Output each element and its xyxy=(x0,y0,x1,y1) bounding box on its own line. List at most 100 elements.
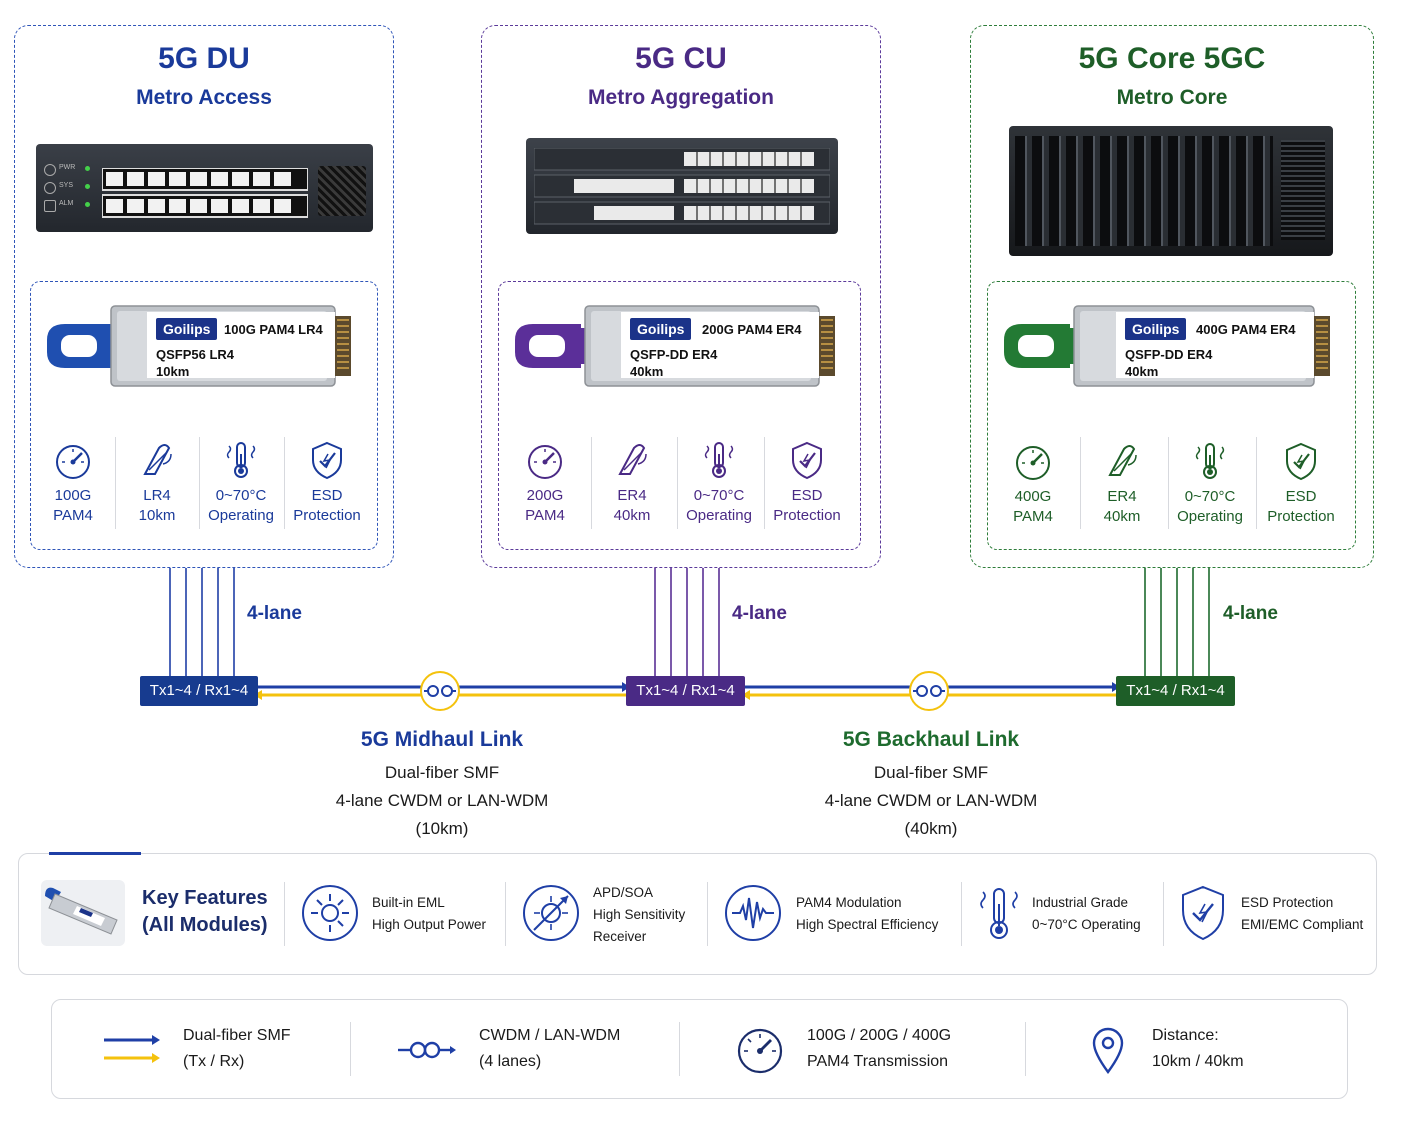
laser-icon xyxy=(302,885,358,941)
feature-line: PAM4 xyxy=(53,507,93,524)
thermometer-icon xyxy=(226,442,256,478)
led-label: SYS xyxy=(59,182,74,189)
feature-line: PAM4 xyxy=(525,507,565,524)
legend-line: Dual-fiber SMF xyxy=(183,1027,291,1044)
key-feature-text: PAM4 Modulation High Spectral Efficiency xyxy=(796,892,938,936)
transceiver-module-image xyxy=(47,305,351,387)
fiber-topology xyxy=(169,568,1210,711)
fan-vent xyxy=(318,166,366,216)
key-feature-text: Built-in EML High Output Power xyxy=(372,892,486,936)
line-card-slots xyxy=(1015,136,1273,246)
feature-line: Protection xyxy=(773,507,841,524)
key-feature-line: High Spectral Efficiency xyxy=(796,917,939,932)
key-features-title-line: Key Features xyxy=(142,887,268,909)
legend-line: Distance: xyxy=(1152,1027,1219,1044)
key-feature-text: APD/SOA High Sensitivity Receiver xyxy=(593,882,685,948)
feature-line: PAM4 xyxy=(1013,508,1053,525)
module-distance: 40km xyxy=(630,364,664,379)
legend-text: Dual-fiber SMF (Tx / Rx) xyxy=(183,1023,291,1075)
port-label-cu: Tx1~4 / Rx1~4 xyxy=(626,676,745,706)
cu-router-chassis xyxy=(526,138,838,234)
location-pin-icon xyxy=(1092,1027,1124,1075)
key-feature-line: High Sensitivity xyxy=(593,907,686,922)
feature-line: Operating xyxy=(1177,508,1243,525)
node-subtitle: Metro Aggregation xyxy=(588,86,774,109)
shield-icon xyxy=(792,441,822,480)
key-feature-line: Built-in EML xyxy=(372,895,445,910)
feature-line: 10km xyxy=(138,507,176,524)
feature-line: ESD xyxy=(1285,488,1317,505)
feature-reach: LR4 10km xyxy=(114,440,200,526)
form-factor: QSFP-DD ER4 xyxy=(1125,347,1213,362)
key-feature-line: Receiver xyxy=(593,929,647,944)
feature-line: 0~70°C xyxy=(693,487,745,504)
fan-vent xyxy=(1281,140,1325,240)
speedometer-icon xyxy=(737,1028,783,1074)
node-title: 5G CU xyxy=(635,42,727,75)
link-desc-line: Dual-fiber SMF xyxy=(384,763,500,782)
brand-badge: Goilips xyxy=(156,318,218,340)
feature-line: ESD xyxy=(791,487,823,504)
feature-line: ESD xyxy=(311,487,343,504)
module-name: 200G PAM4 ER4 xyxy=(702,322,802,337)
wdm-coupler-icon xyxy=(398,1041,456,1059)
wdm-coupler-icon xyxy=(909,671,949,711)
du-switch-chassis: PWR SYS ALM xyxy=(36,144,373,232)
key-features-title: Key Features (All Modules) xyxy=(142,885,268,939)
key-feature-line: EMI/EMC Compliant xyxy=(1241,917,1364,932)
key-feature-line: 0~70°C Operating xyxy=(1032,917,1141,932)
feature-line: 100G xyxy=(54,487,92,504)
feature-rate: 200G PAM4 xyxy=(502,440,588,526)
key-feature-line: APD/SOA xyxy=(593,885,654,900)
node-title: 5G Core 5GC xyxy=(1078,42,1266,75)
feature-line: Protection xyxy=(1267,508,1335,525)
feature-line: ER4 xyxy=(617,487,647,504)
dual-fiber-arrows-icon xyxy=(104,1035,160,1063)
shield-icon xyxy=(312,441,342,480)
feature-line: 40km xyxy=(1103,508,1141,525)
legend-line: 100G / 200G / 400G xyxy=(807,1027,952,1044)
core-lanes xyxy=(1144,568,1210,678)
lane-count-label: 4-lane xyxy=(1223,603,1278,624)
node-subtitle: Metro Core xyxy=(1116,86,1228,109)
legend-line: (Tx / Rx) xyxy=(183,1053,245,1070)
legend-text: Distance: 10km / 40km xyxy=(1152,1023,1244,1075)
shield-icon xyxy=(1286,442,1316,481)
thermometer-icon xyxy=(704,442,734,478)
link-desc-line: (40km) xyxy=(904,819,958,838)
form-factor: QSFP-DD ER4 xyxy=(630,347,718,362)
feature-temperature: 0~70°C Operating xyxy=(198,440,284,526)
module-distance: 10km xyxy=(156,364,190,379)
module-name: 400G PAM4 ER4 xyxy=(1196,322,1296,337)
module-name: 100G PAM4 LR4 xyxy=(224,322,323,337)
key-feature-text: Industrial Grade 0~70°C Operating xyxy=(1032,892,1141,936)
fiber-icon xyxy=(143,444,172,475)
feature-reach: ER4 40km xyxy=(1079,441,1165,527)
feature-line: ER4 xyxy=(1107,488,1137,505)
legend-text: 100G / 200G / 400G PAM4 Transmission xyxy=(807,1023,951,1075)
feature-line: LR4 xyxy=(143,487,171,504)
legend-line: PAM4 Transmission xyxy=(807,1053,949,1070)
key-feature-text: ESD Protection EMI/EMC Compliant xyxy=(1241,892,1363,936)
key-feature-line: Industrial Grade xyxy=(1032,895,1129,910)
thermometer-icon xyxy=(1195,443,1225,479)
key-feature-line: PAM4 Modulation xyxy=(796,895,902,910)
du-lanes xyxy=(169,568,235,678)
feature-line: 0~70°C xyxy=(215,487,267,504)
core-router-chassis xyxy=(1009,126,1333,256)
feature-line: 200G xyxy=(526,487,564,504)
led-panel: PWR SYS ALM xyxy=(42,164,94,218)
brand-badge: Goilips xyxy=(1125,318,1187,340)
feature-temperature: 0~70°C Operating xyxy=(676,440,762,526)
receiver-icon xyxy=(523,885,579,941)
port-label-du: Tx1~4 / Rx1~4 xyxy=(140,676,258,706)
key-features-accent xyxy=(49,852,141,855)
led-label: ALM xyxy=(59,200,74,207)
legend-line: CWDM / LAN-WDM xyxy=(479,1027,621,1044)
feature-esd: ESD Protection xyxy=(284,440,370,526)
speedometer-icon xyxy=(56,445,90,479)
legend-panel: Dual-fiber SMF (Tx / Rx) CWDM / LAN-WDM … xyxy=(51,999,1348,1099)
legend-line: 10km / 40km xyxy=(1152,1053,1244,1070)
node-panel-cu: 5G CU Metro Aggregation Goilips 20 xyxy=(481,25,881,568)
feature-line: Operating xyxy=(686,507,752,524)
